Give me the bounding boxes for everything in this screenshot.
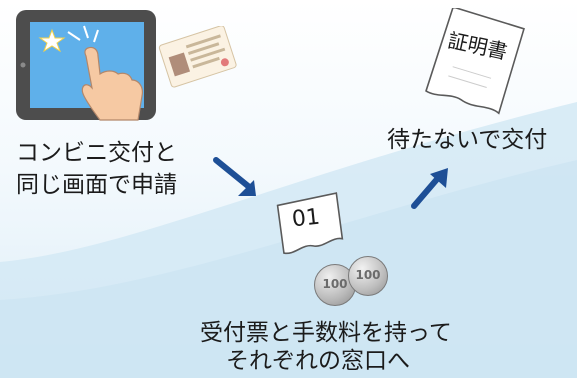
arrow-up-right-icon: [411, 168, 448, 209]
certificate-paper-icon: [425, 6, 525, 115]
ticket-paper-icon: [276, 192, 344, 255]
counter-label-line2: それぞれの窓口へ: [226, 348, 410, 374]
issue-label: 待たないで交付: [387, 127, 548, 153]
counter-label-line1: 受付票と手数料を持って: [200, 320, 452, 346]
ticket-number: 01: [290, 204, 322, 233]
id-card-icon: [158, 26, 237, 88]
coin-back: 100: [348, 256, 388, 296]
apply-label-line1: コンビニ交付と: [16, 140, 177, 166]
apply-label-line2: 同じ画面で申請: [16, 172, 177, 198]
reception-ticket: 01: [270, 192, 352, 264]
coin-back-value: 100: [355, 268, 381, 282]
coin-front-value: 100: [322, 277, 348, 291]
arrow-down-right-icon: [213, 157, 256, 196]
tablet-touch-illustration: [16, 10, 156, 121]
certificate-document: 証明書: [418, 6, 533, 120]
